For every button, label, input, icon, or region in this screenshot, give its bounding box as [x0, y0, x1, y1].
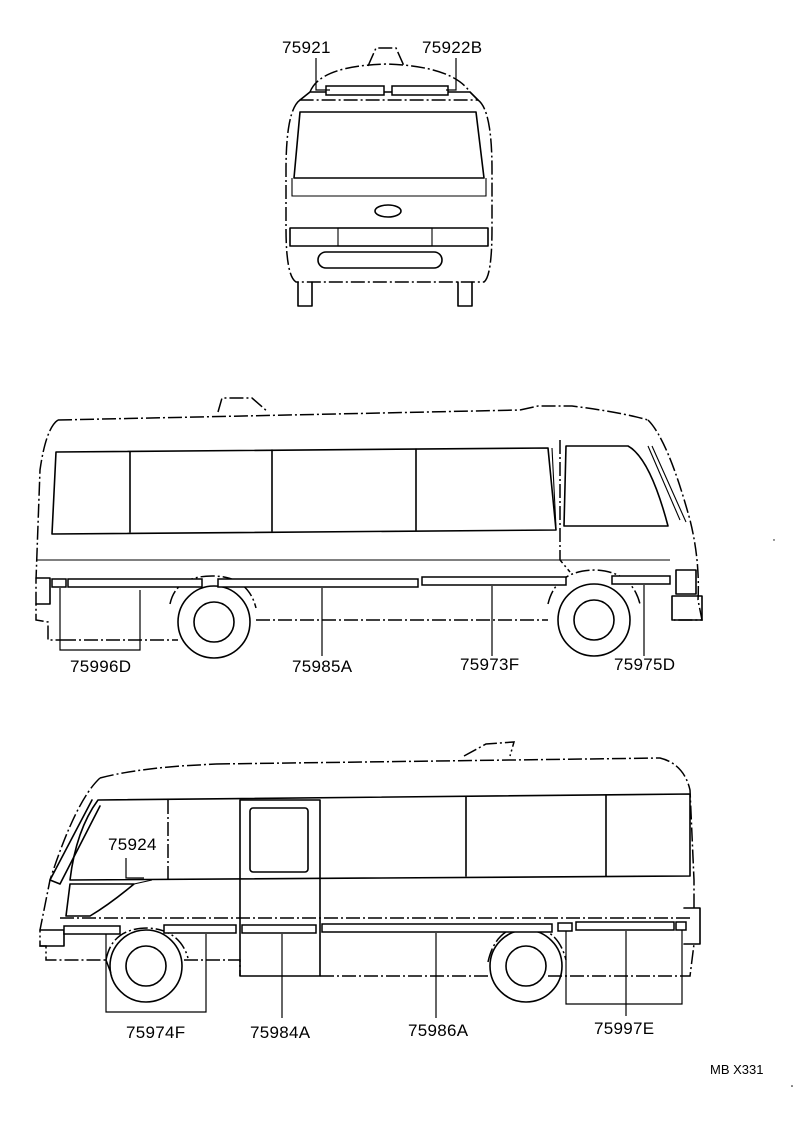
drawing-code: MB X331	[710, 1062, 763, 1077]
label-75921: 75921	[282, 38, 331, 57]
label-75996d: 75996D	[70, 657, 131, 676]
label-75922b: 75922B	[422, 38, 482, 57]
rear-view-callouts: 75921 75922B	[282, 38, 482, 91]
label-75986a: 75986A	[408, 1021, 469, 1040]
left-side-view	[39, 741, 701, 1003]
stray-dot	[791, 1085, 793, 1087]
label-75997e: 75997E	[594, 1019, 654, 1038]
right-side-callouts: 75996D 75985A 75973F 75975D	[59, 585, 675, 676]
label-75973f: 75973F	[460, 655, 519, 674]
label-75974f: 75974F	[126, 1023, 185, 1042]
rear-view	[285, 47, 493, 307]
left-side-callouts: 75924 75974F 75984A 75986A 75997E	[105, 835, 683, 1042]
label-75985a: 75985A	[292, 657, 353, 676]
label-75924: 75924	[108, 835, 157, 854]
label-75984a: 75984A	[250, 1023, 311, 1042]
right-side-view	[35, 397, 703, 659]
label-75975d: 75975D	[614, 655, 675, 674]
stray-dot	[773, 539, 775, 541]
